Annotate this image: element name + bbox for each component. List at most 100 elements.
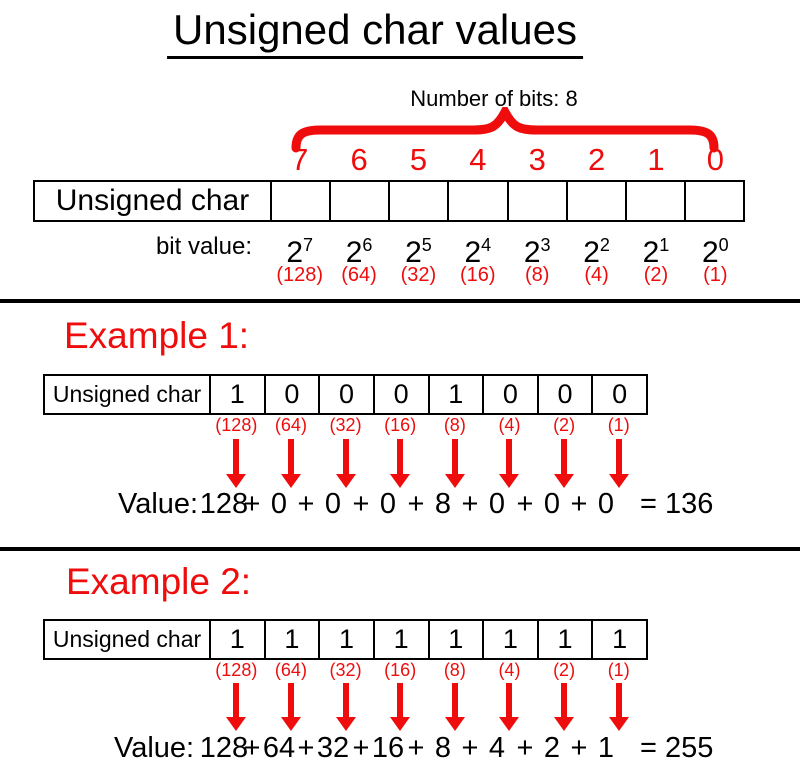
plus-operator: +: [352, 732, 370, 764]
bit-index: 1: [647, 142, 665, 177]
bit-cell: [272, 182, 332, 220]
down-arrow-icon: [226, 439, 247, 488]
bit-cell: [390, 182, 450, 220]
addend: 4: [488, 732, 506, 764]
down-arrow-icon: [608, 439, 629, 488]
down-arrow-icon: [444, 439, 465, 488]
down-arrow-icon: [554, 683, 575, 731]
bit-cell: 0: [612, 379, 628, 409]
bit-cell: [686, 182, 743, 220]
bit-cell: [568, 182, 627, 220]
page-title: Unsigned char values: [167, 6, 583, 59]
decimal-value-label: (4): [498, 660, 521, 680]
section-divider: [0, 547, 800, 551]
equation-result: = 255: [640, 732, 714, 764]
bit-cell: 0: [320, 376, 375, 413]
addend: 0: [379, 488, 397, 520]
power-exponent: 6: [362, 235, 373, 255]
power-base: 2: [583, 236, 600, 269]
addend: 32: [316, 732, 350, 764]
addend: 64: [262, 732, 296, 764]
power-exponent: 2: [599, 235, 610, 255]
table-row-label: Unsigned char: [45, 621, 211, 658]
down-arrow-icon: [390, 683, 411, 731]
bit-cell: [509, 182, 568, 220]
decimal-value-label: (8): [443, 415, 466, 435]
bit-cell: 1: [612, 624, 628, 654]
power-base: 2: [523, 236, 541, 269]
down-arrow-icon: [280, 683, 301, 731]
decimal-value-label: (32): [400, 264, 437, 286]
down-arrow-icon: [280, 439, 301, 488]
power-label: 25: [389, 227, 448, 271]
plus-operator: +: [516, 732, 534, 764]
bit-cell: 0: [375, 376, 430, 413]
example2-decimal-values-row: (128) (64) (32) (16) (8) (4) (2) (1): [209, 659, 646, 681]
decimal-value-label: (4): [498, 415, 521, 435]
addend: 0: [270, 488, 288, 520]
plus-operator: +: [407, 488, 425, 520]
addend: 0: [324, 488, 342, 520]
plus-operator: +: [297, 732, 315, 764]
power-base: 2: [345, 236, 363, 269]
power-exponent: 7: [303, 235, 314, 255]
addend: 8: [434, 732, 452, 764]
addend: 8: [434, 488, 452, 520]
bit-cell: 1: [266, 621, 321, 658]
decimal-value-label: (2): [553, 415, 576, 435]
decimal-value-label: (1): [607, 660, 630, 680]
value-label: Value:: [118, 488, 199, 520]
down-arrow-icon: [608, 683, 629, 731]
addend: 0: [597, 488, 615, 520]
bit-cell: 1: [320, 621, 375, 658]
bit-cell: 1: [539, 621, 594, 658]
section-divider: [0, 299, 800, 303]
power-base: 2: [642, 236, 660, 269]
bit-cell: 1: [430, 376, 485, 413]
power-label: 21: [626, 227, 685, 271]
example2-arrows-row: [209, 683, 646, 731]
example1-value-equation: Value: 128 + 0 + 0 + 0 + 8 + 0 + 0 + 0 =…: [0, 486, 800, 524]
addend: 128: [199, 732, 249, 764]
power-exponent: 3: [540, 235, 551, 255]
down-arrow-icon: [335, 683, 356, 731]
bit-cell: [627, 182, 686, 220]
bit-index-row: 7 6 5 4 3 2 1 0: [270, 142, 745, 178]
power-label: 20: [686, 227, 745, 271]
decimal-value-label: (64): [274, 660, 307, 680]
bit-cell: [449, 182, 509, 220]
down-arrow-icon: [499, 439, 520, 488]
decimal-value-label: (1): [703, 264, 728, 286]
power-label: 22: [567, 227, 626, 271]
value-label: Value:: [114, 732, 195, 764]
example1-table: Unsigned char 1 0 0 0 1 0 0 0: [43, 374, 648, 415]
down-arrow-icon: [444, 683, 465, 731]
power-base: 2: [701, 236, 719, 269]
example2-table: Unsigned char 1 1 1 1 1 1 1 1: [43, 619, 648, 660]
decimal-value-label: (16): [384, 660, 417, 680]
addend: 2: [543, 732, 561, 764]
equation-result: = 136: [640, 488, 714, 520]
bit-cell: 0: [266, 376, 321, 413]
plus-operator: +: [352, 488, 370, 520]
power-exponent: 1: [659, 235, 670, 255]
addend: 0: [543, 488, 561, 520]
bit-index: 3: [528, 142, 546, 177]
power-label: 23: [508, 227, 567, 271]
decimal-value-label: (16): [460, 264, 496, 286]
bit-cell: 1: [211, 621, 266, 658]
down-arrow-icon: [499, 683, 520, 731]
decimal-value-label: (128): [215, 415, 258, 435]
plus-operator: +: [243, 732, 261, 764]
example2-value-equation: Value: 128 + 64 + 32 + 16 + 8 + 4 + 2 + …: [0, 730, 800, 768]
decimal-value-label: (128): [276, 264, 324, 286]
plus-operator: +: [407, 732, 425, 764]
plus-operator: +: [516, 488, 534, 520]
bit-index: 0: [706, 142, 724, 177]
bit-value-label: bit value:: [155, 233, 252, 260]
decimal-value-label: (16): [384, 415, 417, 435]
addend: 0: [488, 488, 506, 520]
down-arrow-icon: [554, 439, 575, 488]
power-label: 26: [329, 227, 388, 271]
power-base: 2: [464, 236, 482, 269]
